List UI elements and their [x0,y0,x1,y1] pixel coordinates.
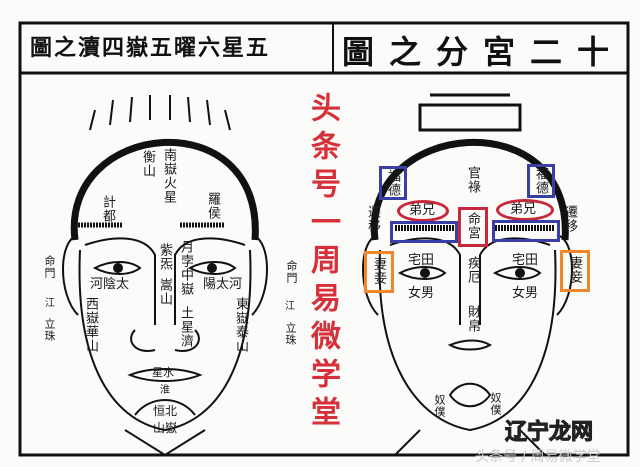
label-li-zhu-left: 立珠 [43,318,56,342]
label-cai-bo: 財帛 [465,305,480,333]
right-panel-title: 圖之分宮二十 [342,33,625,71]
label-xiong-di-left: 弟兄 [409,203,436,218]
label-jiang-left: 江 [45,298,55,309]
label-tian-zhai-right: 宅田 [512,253,539,268]
label-tai-yang: 陽太河 [203,277,243,292]
watermark-logo: 辽宁龙网 [504,420,594,446]
label-nu-pu-right: 奴僕 [489,392,502,416]
label-nan-nv-right: 女男 [512,286,539,301]
watermark-subtitle: 头条号 / 周易微学堂 [475,449,601,465]
label-nan-yue: 南嶽火星 [161,148,176,204]
label-yue-bo: 月孛中嶽 [178,240,193,296]
label-fu-de-left: 福德 [385,169,400,197]
overlay-red-text: 头条号一周易微学堂 [305,92,340,434]
label-li-zhu-right: 立珠 [284,322,297,346]
highlight-qi-qie-left [364,251,394,293]
highlight-xiong-di-right [496,199,554,221]
label-dong-yue: 東嶽泰山 [233,297,248,353]
highlight-xiong-di-left [397,200,449,222]
label-qian-yi-left: 遷移 [365,205,380,233]
highlight-fu-de-right [527,164,555,198]
label-luo-hou: 羅侯 [205,192,220,220]
label-zi-qi: 紫炁 [157,243,172,271]
highlight-brow-right [492,220,560,242]
frame-border [18,21,630,457]
label-song-shan: 嵩山 [157,278,172,306]
highlight-ming-gong [458,207,488,247]
label-ming-gong: 命宮 [465,212,480,240]
label-ji-e: 疾厄 [465,256,480,284]
label-huai: 淮 [160,385,170,396]
label-nu-pu-left: 奴僕 [433,394,446,418]
left-panel-title: 圖之瀆四嶽五曜六星五 [30,35,271,61]
label-guan-lu: 官祿 [465,166,480,194]
highlight-brow-left [390,221,458,243]
label-nan-nv-left: 女男 [408,286,435,301]
left-face [62,95,268,457]
label-shui-xing: 星水 [152,366,174,379]
highlight-fu-de-left [379,166,407,200]
highlight-qi-qie-right [560,250,590,292]
label-jiang-right: 江 [285,301,295,312]
label-tai-yin: 河陰太 [90,277,130,292]
label-bei-yue-2: 山嶽 [153,421,178,435]
label-qian-yi-right: 遷移 [562,205,577,233]
label-bei-yue: 恒北 [153,404,178,418]
label-tian-zhai-left: 宅田 [408,253,435,268]
label-xiong-di-right: 弟兄 [510,202,537,217]
label-heng-shan: 衡山 [140,150,155,178]
label-ji-du: 計都 [100,195,115,223]
label-fu-de-right: 福德 [533,167,548,195]
label-ming-men-left: 命門 [43,255,56,279]
label-qi-qie-left: 妻妾 [371,257,386,285]
label-qi-qie-right: 妻妾 [567,256,582,284]
label-tu-xing: 土星濟 [178,306,193,348]
label-ming-men-right: 命門 [285,260,298,284]
label-xi-yue: 西嶽華山 [83,297,98,353]
